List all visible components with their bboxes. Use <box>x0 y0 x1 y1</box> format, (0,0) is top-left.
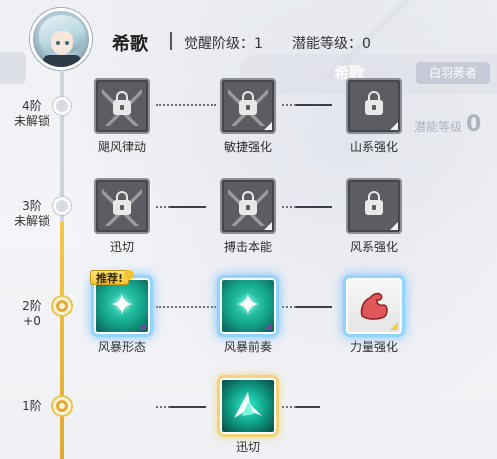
avatar-eye-left <box>56 41 60 45</box>
corner-mark-icon <box>264 222 272 230</box>
lock-icon <box>239 191 257 215</box>
skill-name: 山系强化 <box>349 140 398 154</box>
lock-icon <box>113 91 131 115</box>
tier3-label-status: 未解锁 <box>13 214 50 228</box>
hand-icon <box>124 270 135 280</box>
timeline-track-locked <box>60 70 64 310</box>
lock-icon <box>239 91 257 115</box>
skill-tile[interactable] <box>220 378 276 434</box>
flex-arm-icon <box>360 292 388 320</box>
tier1-label-rank: 1阶 <box>22 399 42 413</box>
tier2-label-status: +0 <box>23 314 41 328</box>
skill-tier4-3[interactable]: 山系强化 <box>344 78 404 155</box>
connector-t1-b <box>282 406 330 408</box>
background-ghost-name: 希歌 <box>334 64 365 82</box>
skill-tier4-2[interactable]: 敏捷强化 <box>218 78 278 155</box>
tier4-label-status: 未解锁 <box>13 114 50 128</box>
skill-tile[interactable] <box>220 78 276 134</box>
lock-icon <box>365 191 383 215</box>
skill-tier3-2[interactable]: 搏击本能 <box>218 178 278 255</box>
skill-tile[interactable]: ✦ <box>220 278 276 334</box>
awakening-level: 觉醒阶级：1 <box>184 36 263 52</box>
tier2-node <box>53 297 71 315</box>
lock-icon <box>113 191 131 215</box>
recommend-badge-label: 推荐! <box>96 272 124 285</box>
tier2-label: 2阶 +0 <box>10 299 54 329</box>
skill-name: 力量强化 <box>349 340 398 354</box>
tier2-label-rank: 2阶 <box>22 299 42 313</box>
tier4-label-rank: 4阶 <box>22 99 42 113</box>
tier1-node <box>53 397 71 415</box>
header-divider <box>170 32 172 50</box>
skill-tile[interactable]: ✦ <box>94 278 150 334</box>
skill-name: 迅切 <box>109 240 134 254</box>
skill-name: 迅切 <box>235 440 260 454</box>
skill-tier2-3[interactable]: 力量强化 <box>344 278 404 355</box>
connector-t4-b <box>282 104 342 106</box>
sparkle-icon: ✦ <box>235 288 261 323</box>
background-ghost-tag: 白羽莠者 <box>416 62 490 84</box>
avatar-eye-right <box>65 41 69 45</box>
tier4-label: 4阶 未解锁 <box>10 99 54 129</box>
connector-t2-a <box>156 306 216 308</box>
character-name: 希歌 <box>112 34 148 55</box>
connector-t3-b <box>282 206 342 208</box>
character-avatar[interactable] <box>30 8 92 70</box>
skill-name: 风暴形态 <box>97 340 146 354</box>
skill-tile[interactable] <box>94 78 150 134</box>
connector-t2-b <box>282 306 342 308</box>
skill-tier2-2[interactable]: ✦ 风暴前奏 <box>218 278 278 355</box>
sparkle-icon: ✦ <box>109 288 135 323</box>
recommend-badge: 推荐! <box>90 270 135 285</box>
skill-tile[interactable] <box>346 278 402 334</box>
tier3-node <box>53 197 71 215</box>
skill-tile[interactable] <box>346 178 402 234</box>
skill-tier3-3[interactable]: 风系强化 <box>344 178 404 255</box>
skill-tier3-1[interactable]: 迅切 <box>92 178 152 255</box>
tier4-node <box>53 97 71 115</box>
corner-mark-icon <box>264 322 272 330</box>
skill-name: 敏捷强化 <box>223 140 272 154</box>
tier3-label-rank: 3阶 <box>22 199 42 213</box>
connector-t1-a <box>156 406 216 408</box>
skill-tier2-1[interactable]: 推荐! ✦ 风暴形态 <box>90 270 152 355</box>
skill-name: 搏击本能 <box>223 240 272 254</box>
lock-icon <box>365 91 383 115</box>
background-ghost-level-label: 潜能等级 <box>414 120 463 134</box>
skill-tile[interactable] <box>346 78 402 134</box>
corner-mark-icon <box>138 322 146 330</box>
skill-tile[interactable] <box>94 178 150 234</box>
timeline-track-unlocked <box>60 222 64 459</box>
corner-mark-icon <box>390 322 398 330</box>
connector-t4-a <box>156 104 216 106</box>
potential-level: 潜能等级：0 <box>292 36 371 52</box>
skill-name: 风暴前奏 <box>223 340 272 354</box>
tier1-label: 1阶 <box>10 399 54 414</box>
slash-icon <box>234 392 262 418</box>
corner-mark-icon <box>390 122 398 130</box>
skill-name: 飓风律动 <box>97 140 146 154</box>
background-ghost-level-value: 0 <box>466 112 482 137</box>
corner-mark-icon <box>390 222 398 230</box>
avatar-collar <box>43 55 81 67</box>
skill-tier4-1[interactable]: 飓风律动 <box>92 78 152 155</box>
avatar-face <box>51 31 73 55</box>
background-ghost-tab <box>0 52 26 84</box>
skill-tier1-1[interactable]: 迅切 <box>218 378 278 455</box>
tier3-label: 3阶 未解锁 <box>10 199 54 229</box>
corner-mark-icon <box>264 122 272 130</box>
skill-name: 风系强化 <box>349 240 398 254</box>
skill-tile[interactable] <box>220 178 276 234</box>
connector-t3-a <box>156 206 216 208</box>
